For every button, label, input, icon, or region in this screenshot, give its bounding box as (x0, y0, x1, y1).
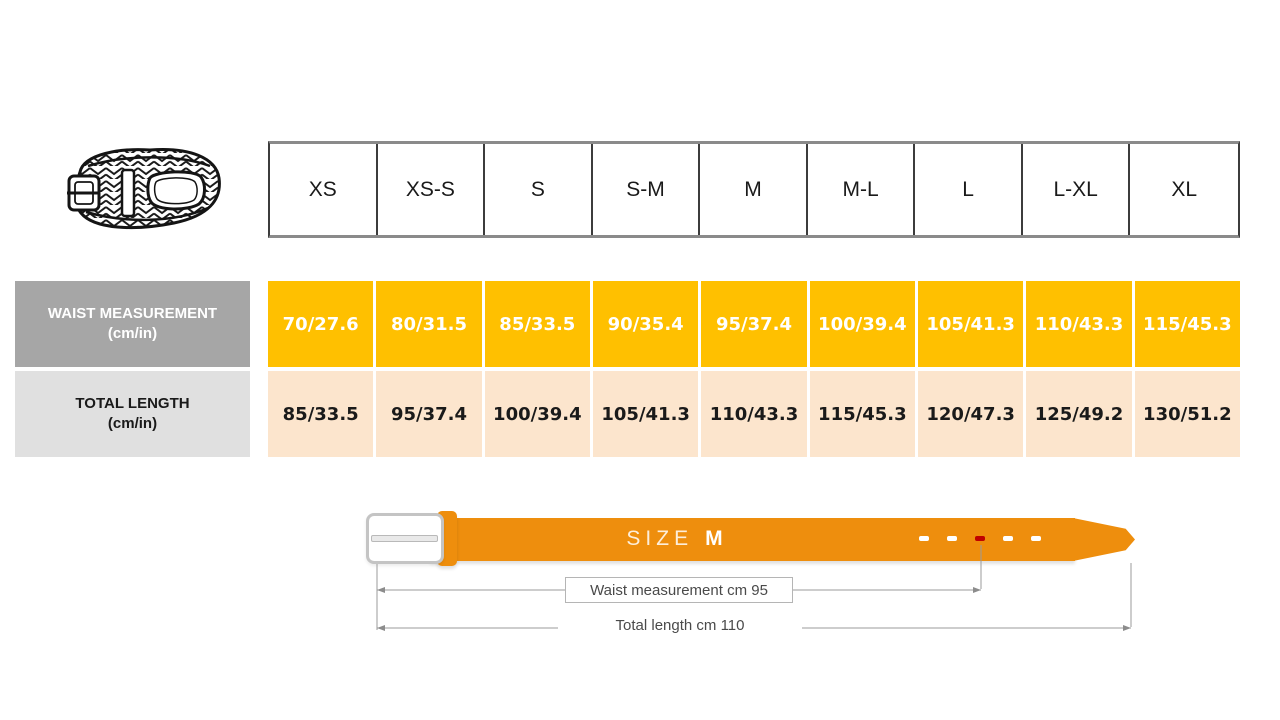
total-value-cell: 95/37.4 (376, 371, 482, 457)
total-row-label-line2: (cm/in) (107, 415, 158, 432)
total-value-cell: 105/41.3 (593, 371, 699, 457)
waist-measurement-caption: Waist measurement cm 95 (565, 577, 793, 603)
total-length-caption: Total length cm 110 (558, 617, 802, 634)
waist-value-cell: 85/33.5 (484, 281, 590, 367)
total-value-cell: 125/49.2 (1026, 371, 1132, 457)
total-value-cell: 120/47.3 (918, 371, 1024, 457)
size-header-cell: M-L (808, 144, 916, 235)
size-word: SIZE (626, 527, 694, 550)
size-header-cell: L-XL (1023, 144, 1131, 235)
waist-value-cell: 90/35.4 (593, 281, 699, 367)
size-header-cell: S-M (593, 144, 701, 235)
size-header-cell: XL (1171, 177, 1198, 201)
waist-value-cell: 100/39.4 (809, 281, 915, 367)
total-value-cell: 130/51.2 (1134, 371, 1240, 457)
belt-hole (1031, 536, 1041, 541)
belt-tip (1073, 518, 1135, 561)
belt-hole (1003, 536, 1013, 541)
total-row-label-line1: TOTAL LENGTH (75, 394, 190, 412)
belt-strap (430, 518, 1075, 561)
braided-belt-image (58, 140, 233, 242)
waist-value-cell: 115/45.3 (1134, 281, 1240, 367)
size-value: M (705, 527, 724, 550)
braided-belt-icon (67, 148, 221, 230)
waist-value-cell: 95/37.4 (701, 281, 807, 367)
waist-row-label: WAIST MEASUREMENT (cm/in) (15, 281, 250, 367)
waist-value-cell: 80/31.5 (376, 281, 482, 367)
total-value-cell: 100/39.4 (484, 371, 590, 457)
waist-row-label-line2: (cm/in) (107, 325, 158, 342)
waist-value-cell: 70/27.6 (268, 281, 374, 367)
waist-value-cell: 105/41.3 (918, 281, 1024, 367)
total-value-cell: 110/43.3 (701, 371, 807, 457)
belt-hole (919, 536, 929, 541)
size-header-cell: S (485, 144, 593, 235)
total-value-cell: 115/45.3 (809, 371, 915, 457)
size-header-cell: L (915, 144, 1023, 235)
belt-holes (919, 536, 1041, 541)
size-header-cell: XS-S (378, 144, 486, 235)
belt-size-label: SIZE M (560, 527, 790, 551)
size-header-cell: XS (270, 144, 378, 235)
waist-value-cell: 110/43.3 (1026, 281, 1132, 367)
waist-row-label-line1: WAIST MEASUREMENT (47, 304, 218, 322)
total-value-cell: 85/33.5 (268, 371, 374, 457)
size-header-cell: M (700, 144, 808, 235)
belt-hole (947, 536, 957, 541)
selected-belt-hole (975, 536, 985, 541)
total-row-label: TOTAL LENGTH (cm/in) (15, 371, 250, 457)
belt-buckle-prong (371, 535, 438, 542)
